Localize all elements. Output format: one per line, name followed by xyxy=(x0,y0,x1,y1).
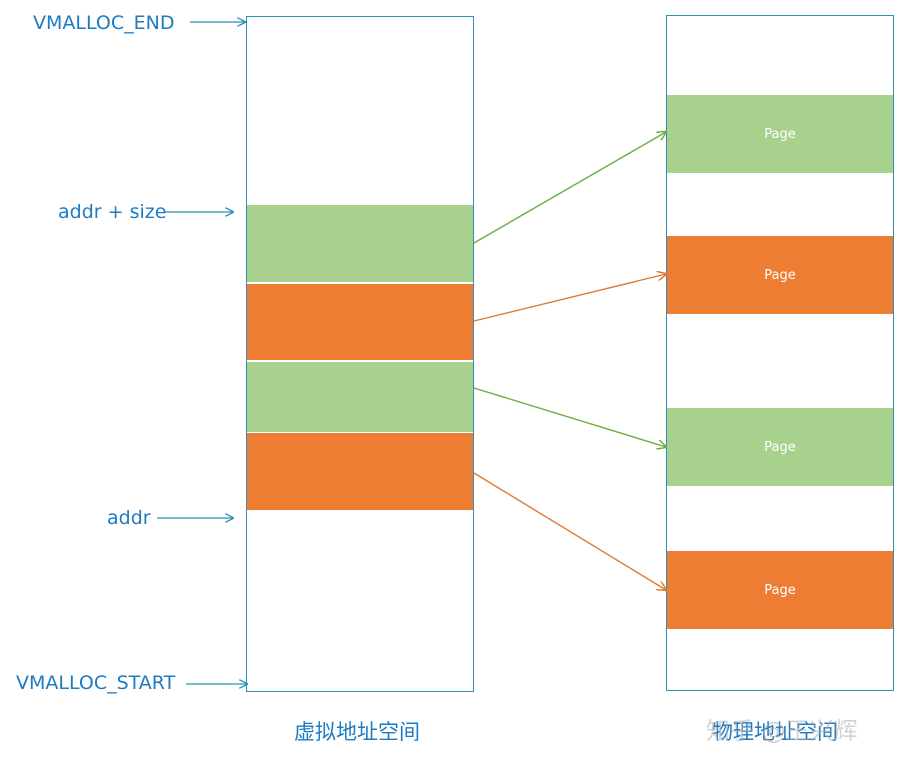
physical-address-space-column: Page Page Page Page xyxy=(666,15,894,691)
page-label: Page xyxy=(764,267,796,283)
watermark: 知乎 @王兴辉 xyxy=(706,717,858,745)
page-label: Page xyxy=(764,582,796,598)
map-arrow-orange-1 xyxy=(473,274,666,322)
physical-page-4: Page xyxy=(667,551,893,629)
virtual-address-space-caption: 虚拟地址空间 xyxy=(294,720,420,744)
physical-page-3: Page xyxy=(667,408,893,486)
addr-label: addr xyxy=(107,507,151,529)
page-label: Page xyxy=(764,126,796,142)
map-arrow-green-1 xyxy=(473,132,666,244)
map-arrow-green-2 xyxy=(473,387,666,447)
virtual-block-green-1 xyxy=(247,205,473,282)
physical-page-2: Page xyxy=(667,236,893,314)
vmalloc-start-label: VMALLOC_START xyxy=(16,672,176,694)
virtual-address-space-column xyxy=(246,16,474,692)
physical-page-1: Page xyxy=(667,95,893,173)
virtual-block-orange-2 xyxy=(247,433,473,510)
page-label: Page xyxy=(764,439,796,455)
vmalloc-end-label: VMALLOC_END xyxy=(33,12,175,34)
virtual-block-orange-1 xyxy=(247,284,473,360)
addr-plus-size-label: addr + size xyxy=(58,201,167,223)
map-arrow-orange-2 xyxy=(473,472,666,590)
virtual-block-green-2 xyxy=(247,362,473,432)
physical-address-space-caption: 物理地址空间 xyxy=(712,720,838,744)
